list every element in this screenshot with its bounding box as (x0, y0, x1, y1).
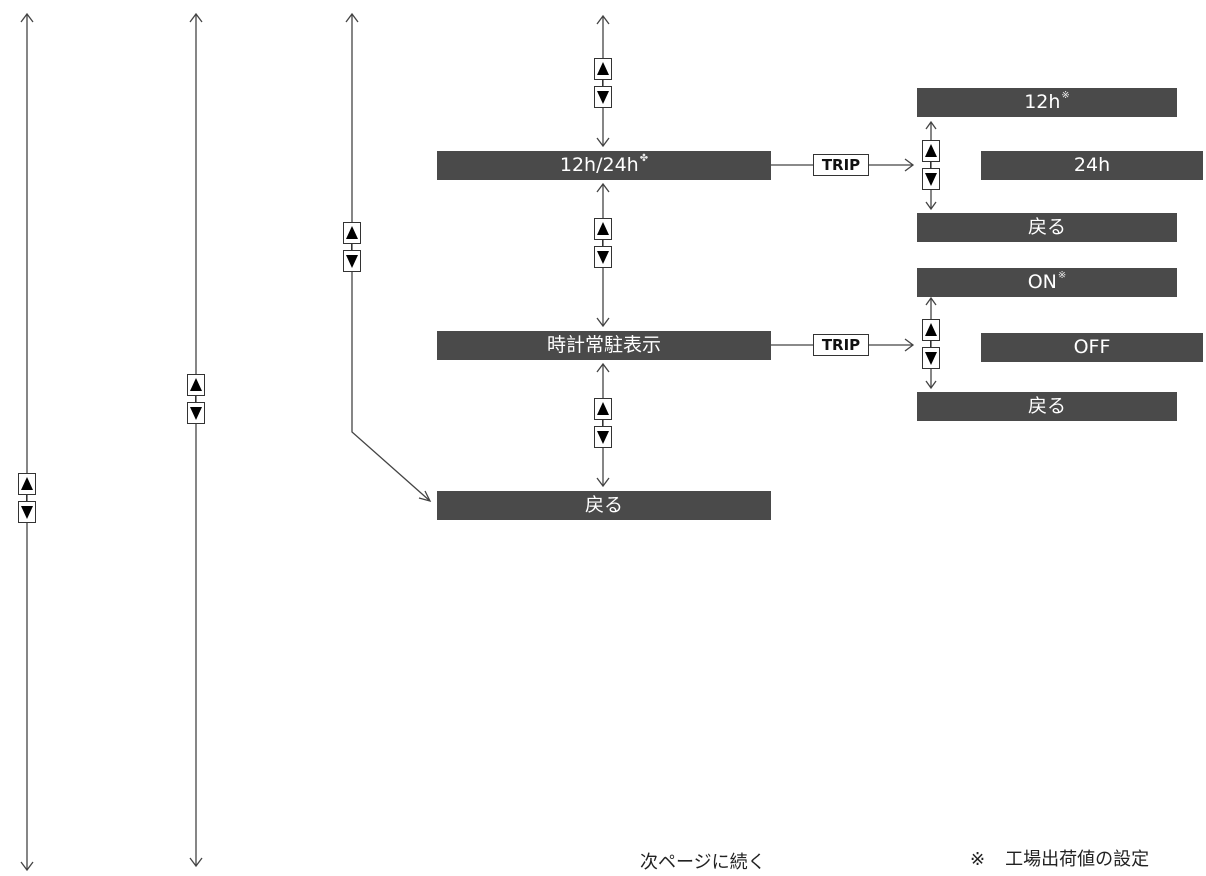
third-updown-buttons[interactable] (343, 222, 361, 272)
up-arrow-icon (597, 62, 609, 75)
menu-item-clock-display[interactable]: 時計常駐表示 (437, 331, 771, 360)
up-button[interactable] (594, 58, 612, 80)
down-button[interactable] (594, 246, 612, 268)
option-label: OFF (1073, 336, 1111, 358)
default-mark: ※ (1057, 269, 1067, 281)
left-updown-buttons[interactable] (18, 473, 36, 523)
up-button[interactable] (187, 374, 205, 396)
down-button[interactable] (343, 250, 361, 272)
center-bottom-updown-buttons[interactable] (594, 398, 612, 448)
trip-label: TRIP (821, 156, 861, 174)
up-arrow-icon (925, 323, 937, 336)
option-label: 戻る (1027, 216, 1066, 238)
option-off[interactable]: OFF (981, 333, 1203, 362)
up-button[interactable] (594, 218, 612, 240)
menu-item-back[interactable]: 戻る (437, 491, 771, 520)
up-arrow-icon (21, 477, 33, 490)
continued-note: 次ページに続く (640, 848, 766, 874)
down-arrow-icon (597, 251, 609, 264)
menu-item-label: 戻る (584, 494, 623, 516)
option-back[interactable]: 戻る (917, 392, 1177, 421)
down-button[interactable] (594, 86, 612, 108)
option-12h[interactable]: 12h※ (917, 88, 1177, 117)
clock-format-updown-buttons[interactable] (922, 140, 940, 190)
option-label: 12h (1024, 91, 1061, 113)
up-button[interactable] (922, 140, 940, 162)
clock-display-updown-buttons[interactable] (922, 319, 940, 369)
trip-label: TRIP (821, 336, 861, 354)
option-on[interactable]: ON※ (917, 268, 1177, 297)
trip-button[interactable]: TRIP (813, 154, 869, 176)
down-arrow-icon (21, 506, 33, 519)
down-button[interactable] (922, 347, 940, 369)
option-label: 24h (1073, 154, 1111, 176)
note-mark: ※ (970, 849, 986, 870)
second-updown-buttons[interactable] (187, 374, 205, 424)
up-arrow-icon (597, 402, 609, 415)
menu-item-clock-format[interactable]: 12h/24h✤ (437, 151, 771, 180)
down-arrow-icon (925, 173, 937, 186)
center-mid-updown-buttons[interactable] (594, 218, 612, 268)
down-button[interactable] (187, 402, 205, 424)
down-arrow-icon (597, 91, 609, 104)
note-text: 工場出荷値の設定 (1005, 849, 1150, 870)
up-button[interactable] (922, 319, 940, 341)
down-button[interactable] (594, 426, 612, 448)
down-arrow-icon (346, 255, 358, 268)
up-arrow-icon (597, 222, 609, 235)
up-arrow-icon (925, 144, 937, 157)
up-button[interactable] (18, 473, 36, 495)
down-arrow-icon (925, 352, 937, 365)
down-arrow-icon (190, 407, 202, 420)
factory-default-note: ※ 工場出荷値の設定 (970, 845, 1149, 871)
menu-item-label: 時計常駐表示 (546, 334, 661, 356)
trip-button[interactable]: TRIP (813, 334, 869, 356)
up-arrow-icon (190, 378, 202, 391)
center-top-updown-buttons[interactable] (594, 58, 612, 108)
option-back[interactable]: 戻る (917, 213, 1177, 242)
option-24h[interactable]: 24h (981, 151, 1203, 180)
down-button[interactable] (18, 501, 36, 523)
up-button[interactable] (594, 398, 612, 420)
menu-item-label: 12h/24h (559, 154, 639, 176)
up-arrow-icon (346, 226, 358, 239)
option-label: ON (1027, 271, 1057, 293)
default-mark: ※ (1061, 89, 1070, 101)
up-button[interactable] (343, 222, 361, 244)
down-arrow-icon (597, 431, 609, 444)
submenu-mark: ✤ (639, 152, 649, 164)
continued-text: 次ページに続く (640, 852, 766, 873)
option-label: 戻る (1027, 395, 1066, 417)
down-button[interactable] (922, 168, 940, 190)
